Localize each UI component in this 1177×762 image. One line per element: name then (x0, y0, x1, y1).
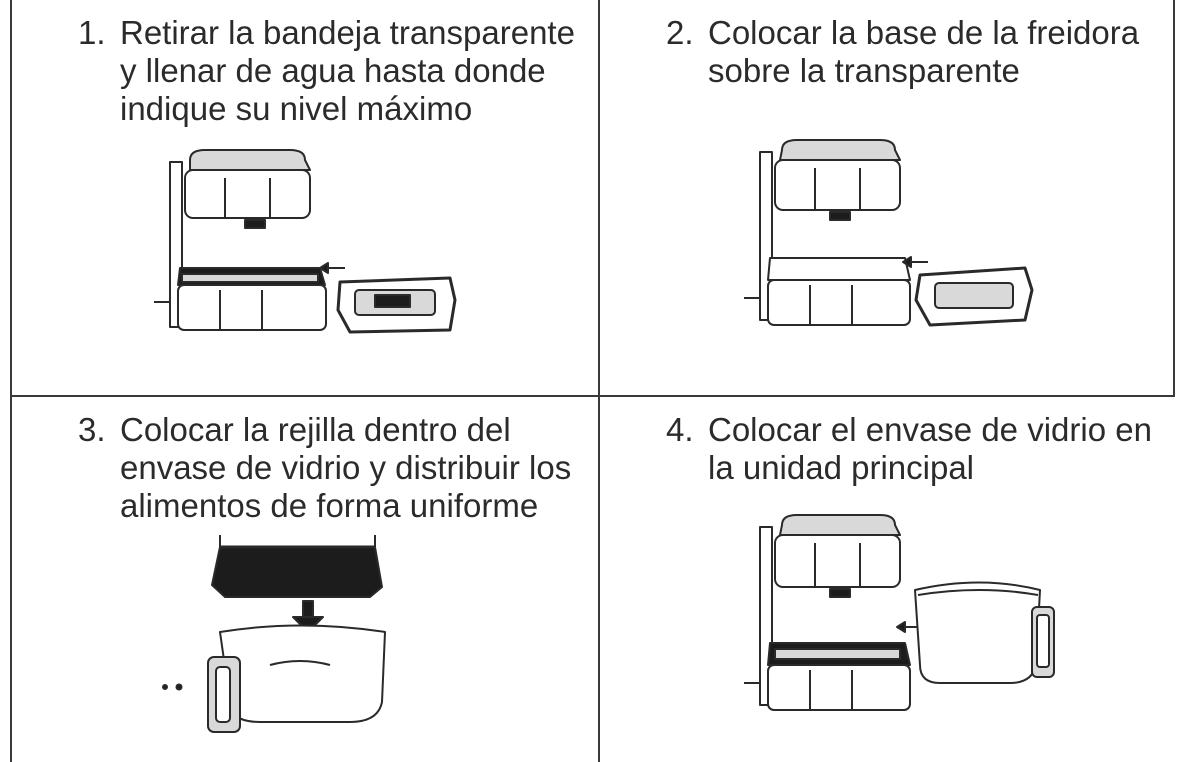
table-left-border (10, 0, 12, 762)
table-right-border (1173, 0, 1175, 395)
step-1-number: 1. (78, 14, 106, 51)
step-2-cell: 2. Colocar la base de la freidora sobre … (600, 0, 1175, 395)
step-3-cell: 3. Colocar la rejilla dentro del envase … (10, 397, 598, 762)
step-2-number: 2. (666, 14, 694, 51)
step-4-number: 4. (666, 411, 694, 448)
step-4-cell: 4. Colocar el envase de vidrio en la uni… (600, 397, 1175, 762)
rack-into-glass-bowl-icon (162, 535, 386, 733)
air-fryer-base-placement-icon (744, 139, 1034, 327)
step-1-description: Retirar la bandeja transparente y llenar… (120, 14, 575, 127)
step-4-description: Colocar el envase de vidrio en la unidad… (708, 411, 1152, 486)
step-2-text: 2. Colocar la base de la freidora sobre … (666, 14, 1166, 90)
instruction-table: 1. Retirar la bandeja transparente y lle… (10, 0, 1175, 762)
step-4-text: 4. Colocar el envase de vidrio en la uni… (666, 411, 1166, 487)
table-horizontal-divider (10, 395, 1175, 397)
air-fryer-tray-removal-icon (154, 149, 457, 334)
step-1-cell: 1. Retirar la bandeja transparente y lle… (10, 0, 598, 395)
table-vertical-divider (598, 0, 600, 762)
glass-bowl-insertion-icon (744, 514, 1055, 711)
step-3-text: 3. Colocar la rejilla dentro del envase … (78, 411, 578, 525)
step-3-number: 3. (78, 411, 106, 448)
step-3-description: Colocar la rejilla dentro del envase de … (120, 411, 572, 524)
step-1-text: 1. Retirar la bandeja transparente y lle… (78, 14, 578, 128)
step-2-description: Colocar la base de la freidora sobre la … (708, 14, 1140, 89)
